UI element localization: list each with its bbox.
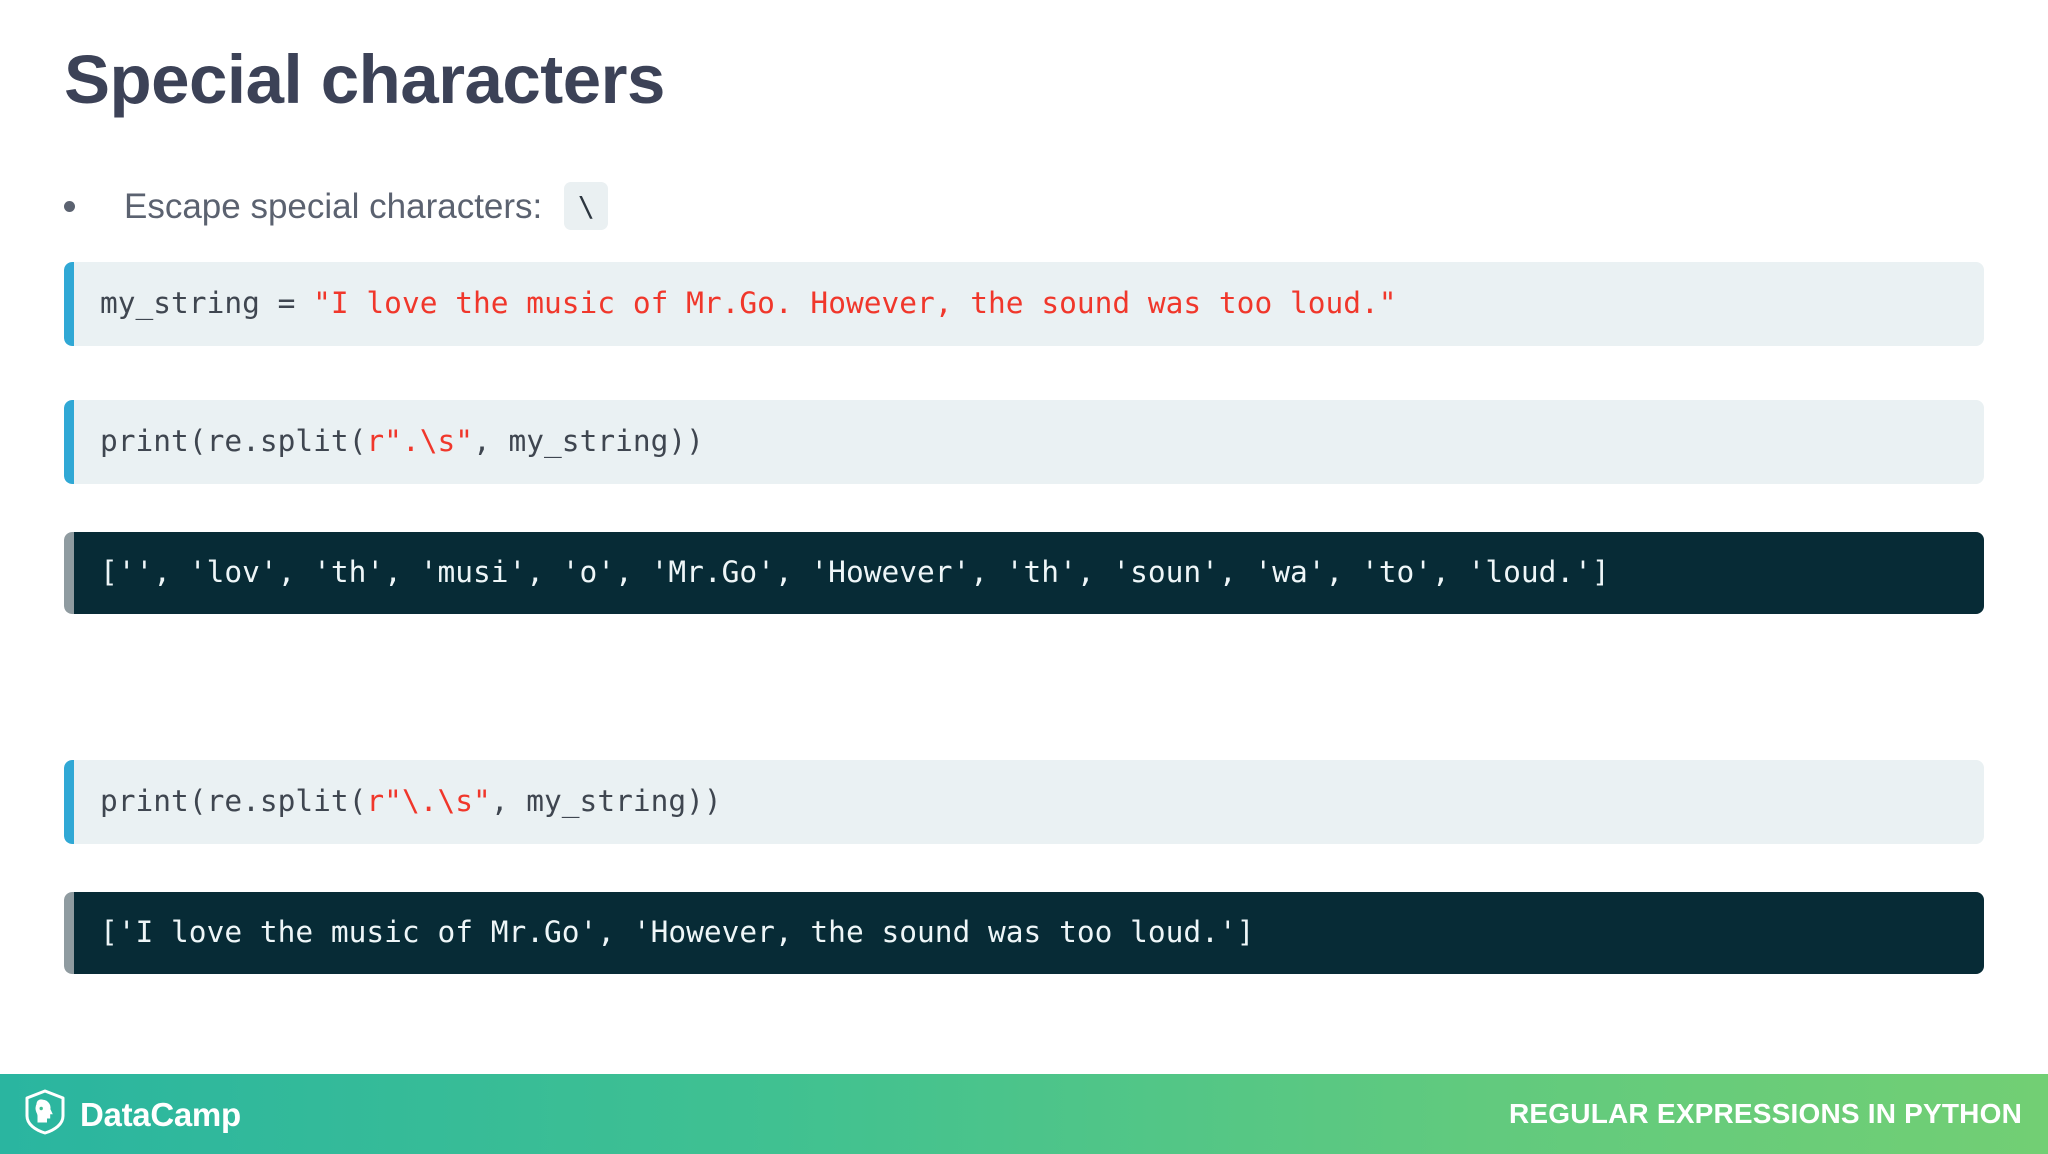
output-block-unescaped: ['', 'lov', 'th', 'musi', 'o', 'Mr.Go', … xyxy=(64,532,1984,614)
code-plain-before: print(re.split( xyxy=(100,424,367,459)
output-block-escaped: ['I love the music of Mr.Go', 'However, … xyxy=(64,892,1984,974)
code-block-body: my_string = "I love the music of Mr.Go. … xyxy=(74,262,1984,346)
code-plain-after: , my_string)) xyxy=(490,784,722,819)
output-block-accent-bar xyxy=(64,892,74,974)
code-plain-after: , my_string)) xyxy=(473,424,704,459)
code-string-literal: r"\.\s" xyxy=(366,784,491,819)
code-line: print(re.split(r".\s", my_string)) xyxy=(100,427,704,457)
code-line: print(re.split(r"\.\s", my_string)) xyxy=(100,787,722,817)
code-block-body: print(re.split(r"\.\s", my_string)) xyxy=(74,760,1984,844)
output-line: ['I love the music of Mr.Go', 'However, … xyxy=(100,915,1255,950)
brand-lockup: DataCamp xyxy=(24,1089,241,1140)
slide-footer: DataCamp REGULAR EXPRESSIONS IN PYTHON xyxy=(0,1074,2048,1154)
page-title: Special characters xyxy=(64,41,665,118)
code-line: my_string = "I love the music of Mr.Go. … xyxy=(100,289,1397,319)
output-block-body: ['I love the music of Mr.Go', 'However, … xyxy=(74,892,1984,974)
code-block-accent-bar xyxy=(64,262,74,346)
code-block-assignment: my_string = "I love the music of Mr.Go. … xyxy=(64,262,1984,346)
code-block-split-unescaped: print(re.split(r".\s", my_string)) xyxy=(64,400,1984,484)
inline-code-backslash: \ xyxy=(564,182,609,230)
code-block-body: print(re.split(r".\s", my_string)) xyxy=(74,400,1984,484)
code-string-literal: "I love the music of Mr.Go. However, the… xyxy=(313,286,1397,321)
code-plain-before: print(re.split( xyxy=(100,784,367,819)
brand-name: DataCamp xyxy=(80,1095,241,1133)
datacamp-shield-icon xyxy=(24,1089,66,1140)
output-line: ['', 'lov', 'th', 'musi', 'o', 'Mr.Go', … xyxy=(100,555,1610,590)
code-block-accent-bar xyxy=(64,760,74,844)
output-block-accent-bar xyxy=(64,532,74,614)
code-plain-before: my_string = xyxy=(100,286,314,321)
code-string-literal: r".\s" xyxy=(366,424,473,459)
course-title: REGULAR EXPRESSIONS IN PYTHON xyxy=(1509,1098,2022,1129)
output-block-body: ['', 'lov', 'th', 'musi', 'o', 'Mr.Go', … xyxy=(74,532,1984,614)
bullet-label: Escape special characters: xyxy=(124,186,543,226)
code-block-accent-bar xyxy=(64,400,74,484)
bullet-item: Escape special characters: \ xyxy=(64,182,609,230)
bullet-dot-icon xyxy=(64,200,75,212)
code-block-split-escaped: print(re.split(r"\.\s", my_string)) xyxy=(64,760,1984,844)
